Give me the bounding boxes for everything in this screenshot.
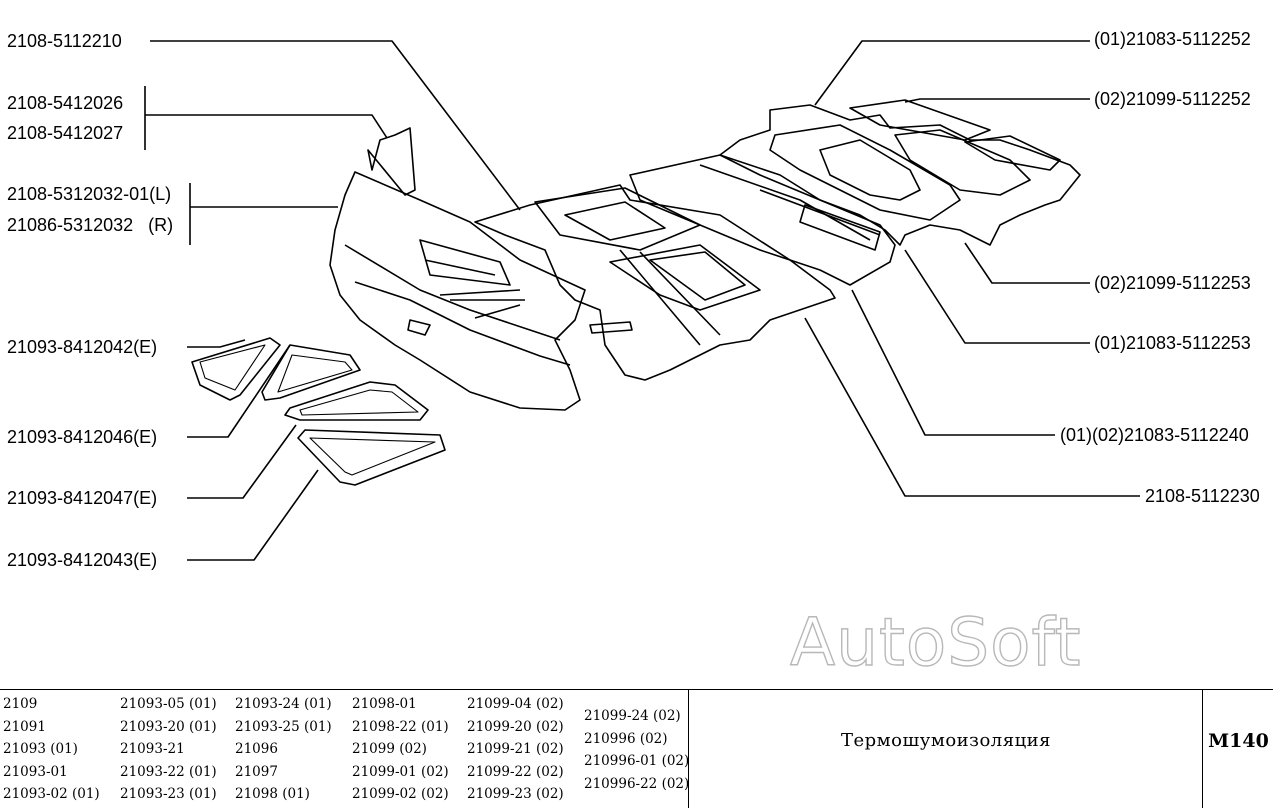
part-label: (01)(02)21083-5112240 [1060,425,1249,445]
front-upper-panel [719,104,1081,246]
model-item: 21099-22 (02) [467,763,564,780]
leader-line [964,242,1090,284]
triangle-pad-4 [297,429,446,486]
model-item: 21098 (01) [235,786,310,803]
leader-line [187,424,297,499]
leader-line [904,249,1090,344]
model-item: 210996-22 (02) [584,775,690,792]
rear-panel-body [329,171,586,411]
model-item: 21093-21 [120,741,185,758]
model-item: 21093-01 [3,763,68,780]
model-column: 21099-04 (02) 21099-20 (02) 21099-21 (02… [467,693,564,806]
model-item: 21097 [235,763,278,780]
model-item: 21093-02 (01) [3,786,100,803]
leader-line [144,86,388,150]
middle-floor-panel [474,184,836,381]
model-item: 210996-01 (02) [584,753,690,770]
part-label: 2108-5312032-01(L) [7,184,172,204]
leader-line [814,40,1090,106]
part-label: (02)21099-5112252 [1094,89,1251,109]
part-label: 21093-8412043(E) [7,550,158,570]
table-divider [1202,690,1203,808]
model-item: 21099 (02) [352,741,427,758]
part-label: 2108-5112230 [1145,486,1260,506]
leader-line [904,98,1090,103]
leader-line [851,289,1055,436]
page-code: M140 [1208,730,1269,752]
model-item: 2109 [3,696,38,712]
part-label: 2108-5412027 [7,123,124,143]
leader-line [150,40,521,211]
model-item: 21096 [235,741,278,758]
model-item: 21099-24 (02) [584,708,681,724]
model-item: 21091 [3,718,46,735]
model-item: 21098-01 [352,696,417,712]
rear-wall-panel [367,127,416,196]
model-item: 21093-22 (01) [120,763,217,780]
model-item: 21093 (01) [3,741,78,758]
triangle-pad-1 [191,337,281,401]
leader-line [804,317,1140,497]
model-item: 210996 (02) [584,730,668,747]
part-label: (01)21083-5112252 [1094,29,1251,49]
triangle-pad-3 [284,381,429,421]
part-label: 21093-8412047(E) [7,488,158,508]
part-label: (02)21099-5112253 [1094,273,1251,293]
model-item: 21099-23 (02) [467,786,564,803]
front-floor-panel [629,154,896,286]
leader-line [187,469,319,561]
watermark-logo: AutoSoft [789,604,1082,681]
model-item: 21099-20 (02) [467,718,564,735]
part-label: 21093-8412046(E) [7,427,158,447]
model-column: 2109 21091 21093 (01) 21093-01 21093-02 … [3,693,100,806]
model-item: 21093-20 (01) [120,718,217,735]
model-item: 21099-21 (02) [467,741,564,758]
model-column: 21093-24 (01) 21093-25 (01) 21096 21097 … [235,693,332,806]
model-item: 21093-24 (01) [235,696,332,712]
part-label: 21093-8412042(E) [7,337,158,357]
model-column: 21093-05 (01) 21093-20 (01) 21093-21 210… [120,693,217,806]
part-label: (01)21083-5112253 [1094,333,1251,353]
model-item: 21093-25 (01) [235,718,332,735]
model-item: 21093-05 (01) [120,696,217,712]
model-column: 21099-24 (02) 210996 (02) 210996-01 (02)… [584,705,689,795]
model-item: 21099-04 (02) [467,696,564,712]
part-label: 21086-5312032 (R) [7,215,174,235]
leader-line [187,339,246,348]
part-label: 2108-5412026 [7,93,124,113]
table-divider [688,690,689,808]
page-title: Термошумоизоляция [840,730,1052,751]
footer-table: 2109 21091 21093 (01) 21093-01 21093-02 … [0,689,1273,808]
leader-line [187,344,291,438]
triangle-pad-2 [261,344,361,401]
model-item: 21099-01 (02) [352,763,449,780]
model-item: 21093-23 (01) [120,786,217,803]
parts-diagram [144,40,1140,561]
leader-line [189,183,338,245]
part-label: 2108-5112210 [7,31,122,51]
model-item: 21098-22 (01) [352,718,449,735]
model-item: 21099-02 (02) [352,786,449,803]
model-column: 21098-01 21098-22 (01) 21099 (02) 21099-… [352,693,449,806]
